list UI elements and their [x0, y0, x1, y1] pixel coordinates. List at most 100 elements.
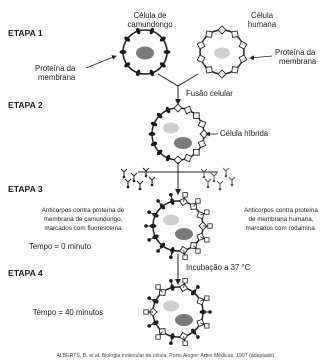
hybrid-nucleus-mouse	[174, 137, 192, 149]
rhodamine-antibody-tag	[206, 185, 210, 189]
fluorescein-tag	[169, 279, 173, 283]
t0-nucleus-mouse	[175, 228, 193, 240]
human-protein	[197, 139, 207, 149]
human-protein	[183, 105, 193, 115]
rhodamine-antibody-tag	[230, 183, 234, 187]
human-protein	[196, 297, 205, 306]
stage-4-label: ETAPA 4	[8, 268, 43, 278]
mouse-cell-label-line2: camundongo	[127, 20, 173, 29]
hybrid-nucleus-human	[163, 122, 179, 134]
stage-1-label: ETAPA 1	[8, 28, 43, 38]
fluorescein-label-line1: Anticorpos contra proteína de	[42, 207, 125, 214]
human-protein	[173, 103, 183, 113]
labeled-cell-t0	[144, 192, 213, 260]
human-protein	[193, 112, 200, 119]
mouse-cell-label-line1: Célula de	[134, 11, 167, 20]
fluorescein-label-line2: membrana de camundongo,	[44, 216, 123, 223]
human-protein	[193, 149, 200, 156]
fluorescein-tag	[147, 324, 151, 328]
rhodamine-tag	[182, 254, 188, 260]
rhodamine-tag	[182, 340, 188, 346]
rhodamine-tag	[155, 334, 161, 340]
human-protein	[231, 30, 239, 38]
human-protein	[148, 307, 158, 317]
human-protein-label-line2: membrana	[279, 57, 317, 66]
human-protein	[183, 153, 193, 163]
rhodamine-tag	[204, 237, 210, 243]
mouse-protein-pointer	[85, 55, 117, 69]
rhodamine-antibody-tag	[218, 187, 222, 191]
rhodamine-antibodies	[200, 167, 236, 191]
human-protein	[231, 66, 239, 74]
mouse-protein	[156, 149, 163, 156]
fluorescein-tag	[196, 285, 200, 289]
fluorescein-label-line3: marcados com fluoresceína	[44, 225, 122, 232]
fluorescein-tag	[156, 199, 160, 203]
t40-labeled-proteins	[143, 278, 212, 346]
mouse-protein	[163, 50, 171, 54]
rhodamine-tag	[182, 192, 188, 198]
human-nucleus	[214, 47, 230, 59]
rhodamine-antibody-tag	[202, 175, 206, 179]
rhodamine-label-line3: marcados com rodamina.	[245, 225, 316, 232]
mouse-protein	[136, 27, 141, 35]
mouse-nucleus	[136, 46, 154, 60]
fluorescein-antibody-tag	[138, 187, 142, 191]
t0-labeled-proteins	[144, 192, 213, 260]
fluorescein-tag	[208, 310, 212, 314]
fusion-merge-lines	[157, 73, 199, 87]
fluorescein-tag	[144, 224, 148, 228]
rhodamine-tag	[195, 248, 201, 254]
mouse-membrane-proteins	[119, 27, 171, 77]
rhodamine-tag	[204, 323, 210, 329]
human-protein	[238, 54, 248, 64]
hybrid-label: Célula híbrida	[220, 129, 269, 138]
rhodamine-antibody-tag	[212, 179, 216, 183]
fluorescein-tag	[147, 238, 151, 242]
fluorescein-tag	[169, 193, 173, 197]
rhodamine-label-line1: Anticorpos contra proteína	[244, 207, 318, 214]
t40-nucleus-human	[163, 300, 179, 312]
rhodamine-tag	[143, 309, 149, 315]
mouse-protein	[119, 50, 127, 54]
human-cell	[196, 25, 248, 79]
stage-2-label: ETAPA 2	[8, 100, 43, 110]
human-protein	[196, 54, 206, 64]
mouse-protein	[165, 154, 171, 162]
fluorescein-antibody-tag	[150, 183, 154, 187]
fluorescein-tag	[147, 296, 151, 300]
mouse-protein	[124, 62, 131, 68]
hybrid-cell	[148, 103, 209, 165]
time-forty-label: Tempo = 40 minutos	[33, 308, 104, 317]
t40-nucleus-mouse	[175, 314, 193, 326]
mouse-protein-label-line1: Proteína da	[35, 64, 76, 73]
fusion-label: Fusão celular	[186, 89, 233, 98]
mouse-protein	[165, 106, 171, 114]
rhodamine-tag	[155, 284, 161, 290]
human-protein	[179, 331, 189, 341]
human-protein	[205, 30, 213, 38]
human-protein	[197, 119, 207, 129]
rhodamine-label-line2: de membrana humana,	[248, 216, 313, 223]
fluorescein-tag	[169, 255, 173, 259]
stage-3-label: ETAPA 3	[8, 184, 43, 194]
incubation-label: Incubação a 37 °C	[186, 263, 251, 272]
mouse-protein	[149, 27, 154, 35]
fluorescein-antibody-tag	[126, 185, 130, 189]
human-cell-label-line2: humana	[248, 20, 277, 29]
mouse-protein	[148, 132, 156, 136]
rhodamine-tag	[182, 278, 188, 284]
fluorescein-tag	[147, 210, 151, 214]
rhodamine-tag	[195, 198, 201, 204]
fluorescein-tag	[156, 249, 160, 253]
mouse-protein	[149, 69, 154, 77]
mouse-protein	[156, 112, 163, 119]
human-cell-label-line1: Célula	[251, 11, 274, 20]
human-protein	[205, 66, 213, 74]
mouse-protein	[124, 36, 131, 42]
rhodamine-tag	[204, 209, 210, 215]
time-zero-label: Tempo = 0 minuto	[29, 242, 92, 251]
fluorescein-antibody-tag	[132, 179, 136, 183]
